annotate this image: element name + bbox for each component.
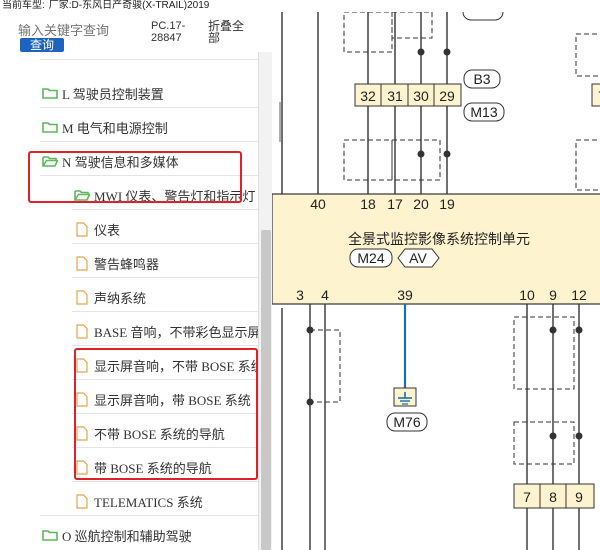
tree-panel: 查询 PC.17-28847 折叠全部 L 驾驶员控制装置 M 电气和电源控制 … xyxy=(0,12,272,550)
document-icon xyxy=(76,425,88,441)
folder-icon xyxy=(42,87,58,99)
connector-pin: 9 xyxy=(575,489,583,505)
folder-icon xyxy=(42,529,58,541)
folder-open-icon xyxy=(42,155,58,167)
unit-pin: 10 xyxy=(519,287,535,303)
document-icon xyxy=(76,255,88,271)
tree-item-label: 显示屏音响，带 BOSE 系统 xyxy=(94,392,251,408)
unit-pin: 4 xyxy=(321,287,329,303)
unit-pin: 18 xyxy=(360,196,376,212)
tree-item-m[interactable]: M 电气和电源控制 xyxy=(42,113,168,141)
tree-item-label: 不带 BOSE 系统的导航 xyxy=(94,426,225,442)
connector-pin: 29 xyxy=(439,88,455,104)
tree-item-n[interactable]: N 驾驶信息和多媒体 xyxy=(42,147,179,175)
tree-item-label: BASE 音响，不带彩色显示屏 xyxy=(94,324,261,340)
document-icon xyxy=(76,289,88,305)
tree-item-label: 带 BOSE 系统的导航 xyxy=(94,460,212,476)
unit-pin: 9 xyxy=(549,287,557,303)
folder-open-icon xyxy=(74,189,90,201)
connector-pin: 30 xyxy=(413,88,429,104)
tree-item-buzzer[interactable]: 警告蜂鸣器 xyxy=(76,249,159,277)
collapse-all-button[interactable]: 折叠全部 xyxy=(208,19,245,45)
tree-item-label: O 巡航控制和辅助驾驶 xyxy=(62,528,192,544)
search-bar: 查询 PC.17-28847 折叠全部 xyxy=(0,12,272,52)
document-id: PC.17-28847 xyxy=(151,20,186,44)
tree-item-display-bose[interactable]: 显示屏音响，带 BOSE 系统 xyxy=(76,385,251,413)
control-unit-title: 全景式监控影像系统控制单元 xyxy=(348,231,530,247)
tree-item-meter[interactable]: 仪表 xyxy=(76,215,120,243)
control-unit-connector: M24 xyxy=(357,250,384,266)
document-icon xyxy=(76,493,88,509)
tree-item-label: 警告蜂鸣器 xyxy=(94,256,160,272)
connector-pin: 7 xyxy=(523,489,531,505)
wiring-diagram-canvas: 32 31 30 29 B3 M13 7 40 18 17 20 19 全景式监… xyxy=(272,12,600,550)
tree-item-o[interactable]: O 巡航控制和辅助驾驶 xyxy=(42,521,192,549)
connector-pin: 7 xyxy=(598,88,600,104)
unit-pin: 19 xyxy=(439,196,455,212)
tree-scrollbar[interactable] xyxy=(258,12,272,550)
unit-pin: 20 xyxy=(413,196,429,212)
unit-pin: 40 xyxy=(310,196,326,212)
tree-item-label: M 电气和电源控制 xyxy=(62,120,168,136)
document-icon xyxy=(76,221,88,237)
connector-pin: 8 xyxy=(549,489,557,505)
tree-item-nav-no-bose[interactable]: 不带 BOSE 系统的导航 xyxy=(76,419,225,447)
unit-pin: 39 xyxy=(397,287,413,303)
model-value: 厂家:D-东风日产奇骏(X-TRAIL)2019 xyxy=(48,0,210,11)
wiring-diagram: 32 31 30 29 B3 M13 7 40 18 17 20 19 全景式监… xyxy=(272,12,600,550)
scrollbar-thumb[interactable] xyxy=(261,230,271,550)
unit-pin: 3 xyxy=(296,287,304,303)
ground-label-m76: M76 xyxy=(393,414,420,430)
model-label: 当前车型: xyxy=(2,0,45,11)
title-bar: 当前车型:厂家:D-东风日产奇骏(X-TRAIL)2019 xyxy=(0,0,600,12)
tree-item-mwi[interactable]: MWI 仪表、警告灯和指示灯 xyxy=(74,181,255,209)
control-unit-tag: AV xyxy=(409,250,427,266)
tree-item-label: 显示屏音响，不带 BOSE 系统 xyxy=(94,358,264,374)
tree-item-sonar[interactable]: 声纳系统 xyxy=(76,283,146,311)
connector-pin: 32 xyxy=(360,88,376,104)
tree-item-label: L 驾驶员控制装置 xyxy=(62,86,164,102)
tree-item-nav-bose[interactable]: 带 BOSE 系统的导航 xyxy=(76,453,212,481)
tree-item-label: N 驾驶信息和多媒体 xyxy=(62,154,179,170)
tree-item-l[interactable]: L 驾驶员控制装置 xyxy=(42,79,164,107)
tree-item-label: 声纳系统 xyxy=(94,290,147,306)
unit-pin: 17 xyxy=(387,196,403,212)
folder-icon xyxy=(42,121,58,133)
tree-item-label: 仪表 xyxy=(94,222,121,238)
document-icon xyxy=(76,391,88,407)
document-icon xyxy=(76,459,88,475)
unit-pin: 12 xyxy=(571,287,587,303)
search-input[interactable] xyxy=(18,22,146,38)
connector-pin: 31 xyxy=(387,88,403,104)
document-icon xyxy=(76,357,88,373)
tree-item-base[interactable]: BASE 音响，不带彩色显示屏 xyxy=(76,317,260,345)
document-icon xyxy=(76,323,88,339)
tree-item-label: TELEMATICS 系统 xyxy=(94,494,203,510)
tree-item-display-no-bose[interactable]: 显示屏音响，不带 BOSE 系统 xyxy=(76,351,264,379)
connector-label-b3: B3 xyxy=(473,71,490,87)
connector-label-m13: M13 xyxy=(470,104,497,120)
tree-item-telematics[interactable]: TELEMATICS 系统 xyxy=(76,487,203,515)
search-button[interactable]: 查询 xyxy=(20,38,64,52)
tree-item-label: MWI 仪表、警告灯和指示灯 xyxy=(94,188,256,204)
